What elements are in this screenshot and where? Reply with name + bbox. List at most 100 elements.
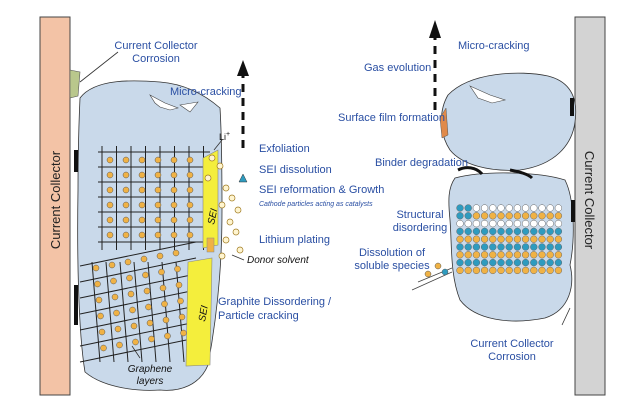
li-ion [154, 171, 162, 179]
lattice-ion [464, 219, 472, 228]
lattice-ion [456, 204, 464, 212]
li-ion [140, 255, 148, 263]
mechanism-exfoliation: Exfoliation [259, 143, 310, 155]
mechanism-donor-solvent: Donor solvent [247, 255, 310, 266]
lattice-ion [497, 243, 505, 251]
lattice-ion [521, 204, 530, 212]
lattice-ion [480, 266, 489, 275]
lattice-ion [530, 219, 538, 228]
li-ion [164, 332, 171, 340]
cathode-particle-upper [441, 72, 577, 171]
li-ion [142, 271, 149, 279]
lattice-ion [546, 243, 554, 251]
li-ion [138, 201, 146, 209]
li-ion [170, 156, 178, 164]
lattice-ion [464, 243, 472, 251]
lattice-ion [554, 258, 563, 267]
li-ion [158, 268, 165, 276]
lattice-ion [546, 251, 554, 259]
right-microcracking-label: Micro-cracking [458, 40, 530, 52]
li-ion [175, 281, 183, 289]
li-ion [138, 186, 146, 194]
mechanism-sei-reformation: SEI reformation & Growth [259, 184, 384, 196]
lattice-ion [505, 266, 513, 275]
lattice-ion [521, 235, 530, 243]
graphene-tilted-line [147, 261, 157, 363]
lattice-ion [546, 266, 554, 275]
graphene-tilted-line [119, 261, 129, 363]
li-ion [111, 293, 119, 301]
li-ion [94, 280, 101, 288]
lattice-ion [505, 235, 513, 243]
li-ion [186, 156, 194, 164]
lattice-ion [497, 235, 505, 243]
sei-upper [202, 149, 219, 249]
mechanism-sei-dissolution: SEI dissolution [259, 164, 332, 176]
binder-link-2 [509, 168, 534, 180]
graphene-tilted-line [91, 261, 101, 363]
li-ion [170, 201, 178, 209]
lattice-ion [538, 204, 546, 212]
mechanism-graphite-disordering: Graphite Dissordering /Particle cracking [218, 296, 332, 322]
right-up-arrow-head [429, 20, 441, 38]
lattice-ion [497, 258, 505, 267]
lattice-ion [480, 212, 489, 220]
lattice-ion [513, 212, 522, 220]
li-ion [116, 341, 123, 349]
cathode-ion-lattice [456, 204, 563, 275]
lattice-ion [464, 235, 472, 243]
li-ion [146, 319, 154, 327]
li-ion [106, 216, 114, 224]
li-ion [162, 316, 170, 324]
lattice-ion [554, 204, 563, 212]
left-current-collector [39, 16, 71, 396]
li-ion [110, 277, 117, 285]
lattice-ion [480, 243, 489, 251]
lattice-ion [464, 212, 472, 220]
right-corrosion-leader [561, 307, 571, 326]
li-ion [97, 312, 104, 320]
lattice-ion [538, 266, 546, 275]
lattice-ion [480, 227, 489, 236]
li-ion [138, 156, 146, 164]
li-ion [138, 216, 146, 224]
li-ion [143, 287, 151, 295]
donor-leader [231, 254, 245, 261]
li-ion [145, 303, 152, 311]
lattice-ion [530, 235, 538, 243]
lattice-ion [472, 251, 481, 259]
li-ion [172, 249, 180, 257]
solvent-ion [216, 162, 224, 170]
lattice-ion [472, 204, 481, 212]
li-ion [124, 258, 132, 266]
lattice-ion [489, 251, 497, 259]
li-ion [161, 300, 168, 308]
lattice-ion [464, 258, 472, 267]
binder-link-1 [457, 166, 484, 176]
lithium-plating-bar [206, 237, 215, 253]
li-ion [108, 261, 116, 269]
lattice-ion [456, 227, 464, 236]
upper-graphene-grid [98, 146, 210, 250]
lattice-ion [456, 243, 464, 251]
li-ion [122, 201, 130, 209]
li-ion [170, 171, 178, 179]
graphene-tilted-line [175, 261, 185, 363]
lattice-ion [513, 219, 522, 228]
lattice-ion [489, 258, 497, 267]
li-ion [154, 156, 162, 164]
lattice-ion [472, 243, 481, 251]
lattice-ion [489, 243, 497, 251]
gas-evolution-label: Gas evolution [364, 62, 431, 74]
lattice-ion [521, 258, 530, 267]
li-ion [106, 171, 114, 179]
left-collector-label: Current Collector [48, 150, 63, 249]
dissolution-ion-1 [434, 262, 442, 270]
lattice-ion [472, 219, 481, 228]
lattice-ion [530, 251, 538, 259]
grid-li-ions [92, 156, 194, 352]
lattice-ion [546, 227, 554, 236]
lattice-ion [513, 204, 522, 212]
